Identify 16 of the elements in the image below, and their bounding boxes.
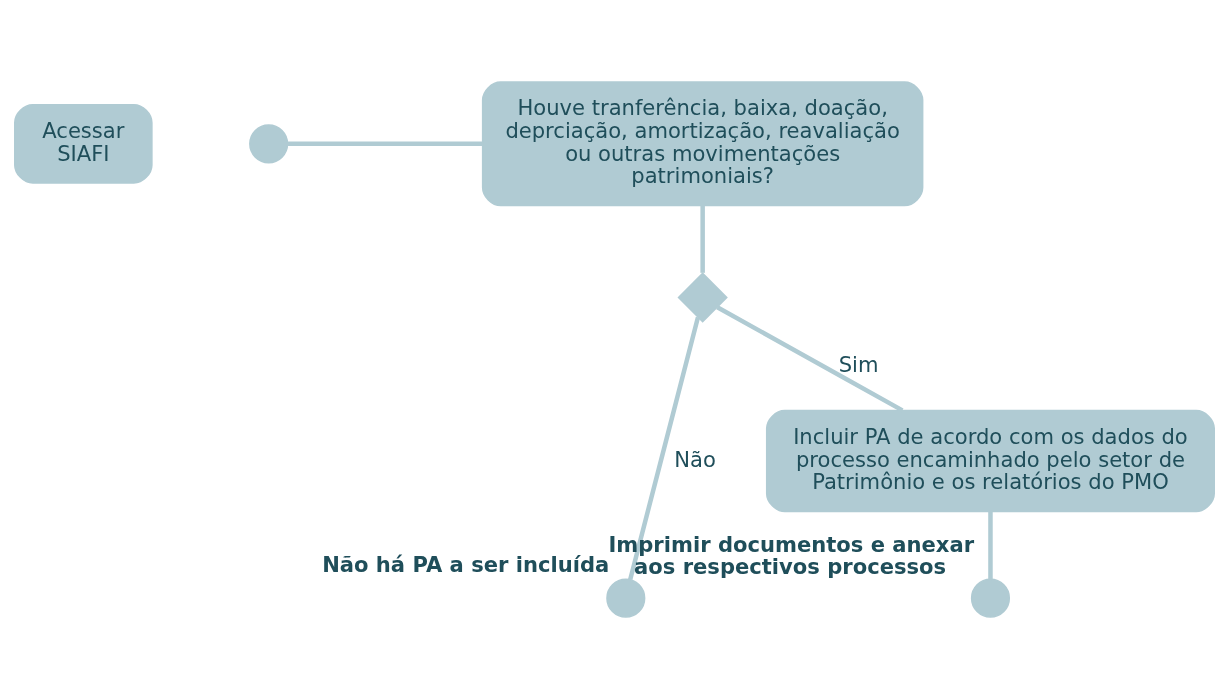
node-circle <box>606 578 646 618</box>
connector <box>988 511 993 580</box>
node-circle <box>249 124 289 164</box>
node-diamond <box>677 272 728 323</box>
node-label: Não há PA a ser incluída <box>322 552 610 578</box>
connector <box>716 305 904 413</box>
connector <box>700 205 705 273</box>
node-circle <box>970 578 1011 618</box>
connector <box>628 316 701 580</box>
connector <box>287 141 483 147</box>
node-box: Acessar SIAFI <box>14 103 153 184</box>
node-label: Imprimir documentos e anexar aos respectivos processos <box>608 532 975 579</box>
edge-label: Sim <box>838 351 879 377</box>
edge-label: Não <box>674 446 716 472</box>
node-box: Houve tranferência, baixa, doação, deprciação, amortização, reavaliação ou outras movimentações patrimoniais? <box>481 81 924 207</box>
node-box: Incluir PA de acordo com os dados do processo encaminhado pelo setor de Patrimônio e os relatórios do PMO <box>765 409 1215 513</box>
